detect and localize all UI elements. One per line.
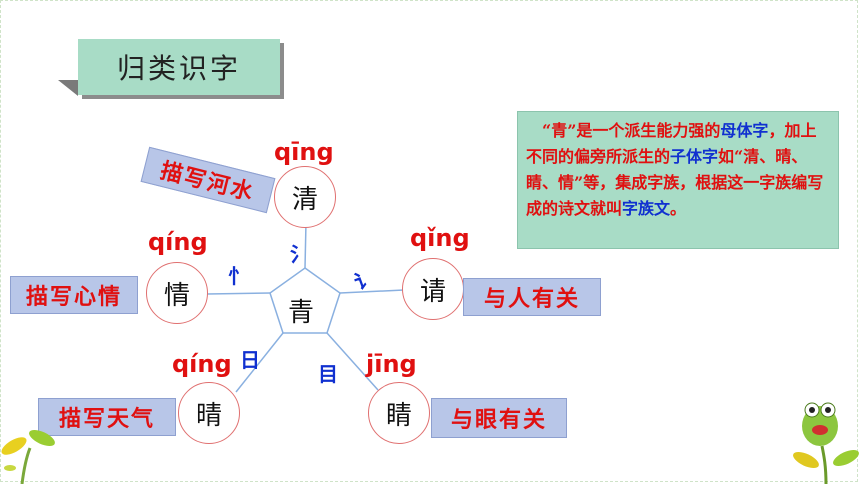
explanation-note: “青”是一个派生能力强的母体字，加上不同的偏旁所派生的子体字如“清、晴、睛、情”… (517, 111, 839, 249)
pinyin-qing-speech: qǐng (410, 224, 470, 252)
char-circle-qing-speech: 请 (402, 258, 464, 320)
note-text-2: ，加上不同的偏旁所派生的 (526, 121, 817, 166)
char-circle-qing-heart: 情 (146, 262, 208, 324)
page-title: 归类识字 (78, 39, 280, 95)
pinyin-qing-water: qīng (274, 138, 334, 166)
label-describe-mood: 描写心情 (10, 276, 138, 314)
pinyin-qing-sun: qíng (172, 350, 232, 378)
sprout-frog-icon (793, 402, 859, 484)
label-describe-weather: 描写天气 (38, 398, 176, 436)
note-text-1: “青”是一个派生能力强的 (542, 121, 721, 140)
pinyin-qing-heart: qíng (148, 228, 208, 256)
char-circle-qing-water: 清 (274, 166, 336, 228)
radical-sun: 日 (240, 348, 260, 372)
note-term-child-char: 子体字 (670, 147, 719, 166)
pinyin-jing-eye: jīng (366, 350, 417, 378)
note-text-4: 。 (670, 199, 687, 218)
sprout-left-icon (1, 429, 55, 484)
char-circle-qing-sun: 晴 (178, 382, 240, 444)
char-circle-jing-eye: 睛 (368, 382, 430, 444)
radical-heart: 忄 (228, 264, 248, 288)
note-term-parent-char: 母体字 (720, 121, 769, 140)
label-related-to-people: 与人有关 (463, 278, 601, 316)
radical-water: 氵 (290, 242, 310, 266)
label-related-to-eyes: 与眼有关 (431, 398, 567, 438)
note-term-family-text: 字族文 (622, 199, 671, 218)
title-fold-decoration (58, 80, 78, 96)
center-character: 青 (288, 298, 315, 328)
radical-eye: 目 (318, 362, 338, 386)
note-text-3: 如“清、晴、睛、情”等，集成字族，根据这一字族编写成的诗文就叫 (526, 147, 824, 218)
